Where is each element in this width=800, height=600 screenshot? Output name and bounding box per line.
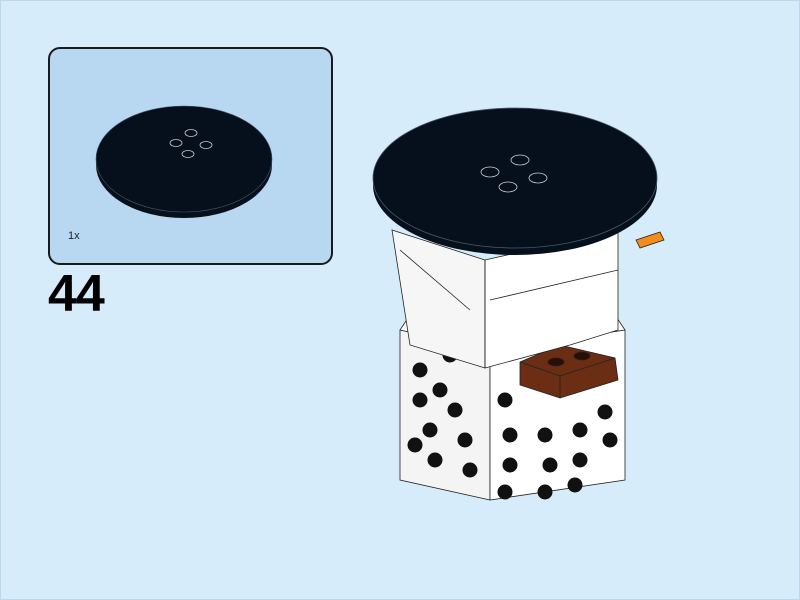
part-quantity: 1x [68, 230, 80, 242]
parts-callout: 1x [48, 47, 333, 265]
assembled-model-illustration [372, 107, 665, 501]
round-plate-part-icon [95, 105, 273, 218]
step-number: 44 [48, 265, 105, 323]
